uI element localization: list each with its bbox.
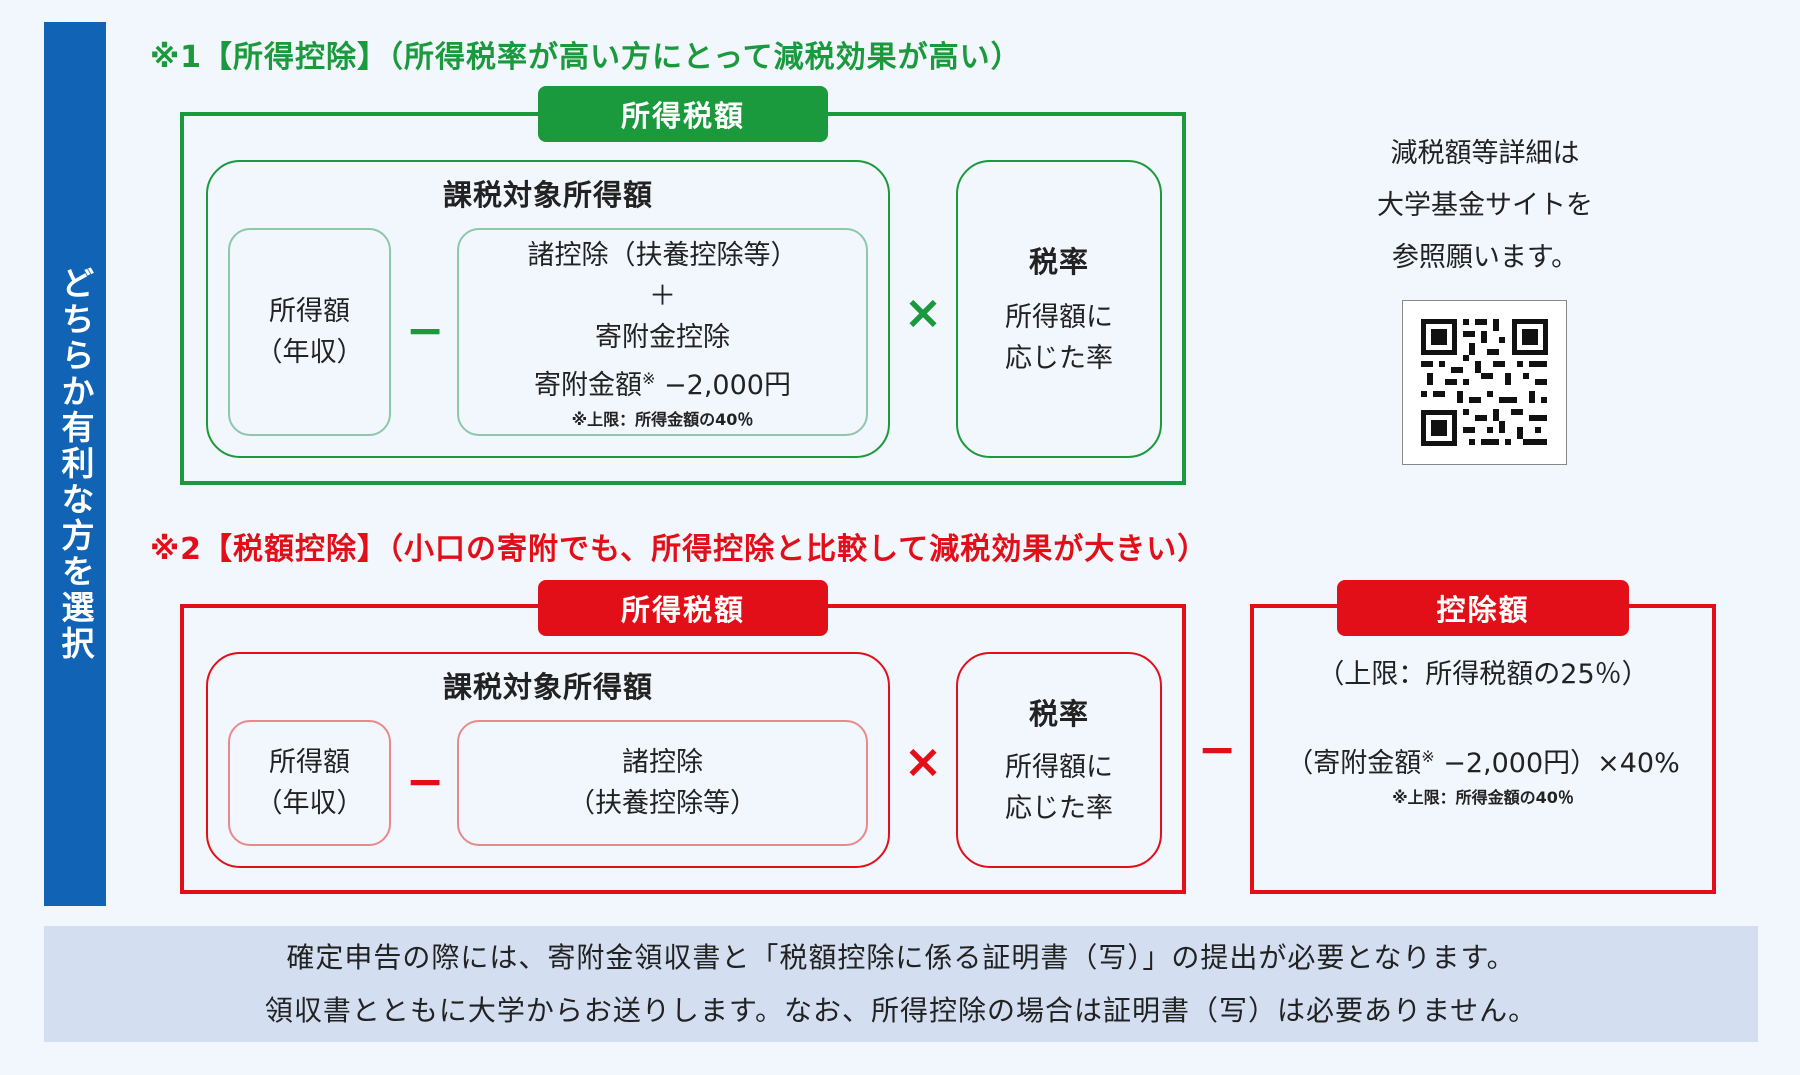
section1-note-mark: ※: [642, 368, 656, 388]
credit-formula: （寄附金額※ −2,000円）×40%: [1250, 736, 1716, 784]
section1-deduction-line2: 寄附金控除: [595, 321, 730, 353]
credit-formula-head: （寄附金額: [1286, 748, 1422, 779]
section1-rate-line2: 応じた率: [1005, 343, 1113, 374]
footer-line2: 領収書とともに大学からお送りします。なお、所得控除の場合は証明書（写）は必要あり…: [264, 994, 1538, 1027]
section1-taxable-box: [206, 160, 890, 458]
section1-deduction-line3: 寄附金額※ −2,000円: [534, 358, 791, 406]
section2-heading: ※2【税額控除】（小口の寄附でも、所得控除と比較して減税効果が大きい）: [150, 532, 1209, 567]
section1-heading: ※1【所得控除】（所得税率が高い方にとって減税効果が高い）: [150, 40, 1022, 75]
section1-income-box: 所得額 （年収）: [228, 228, 391, 436]
credit-tag: 控除額: [1337, 580, 1629, 636]
section1-income-sub: （年収）: [255, 337, 364, 368]
section2-taxable-title: 課税対象所得額: [442, 670, 653, 704]
credit-note: ※上限：所得金額の40％: [1392, 788, 1574, 807]
section2-deduction-box: 諸控除 （扶養控除等）: [457, 720, 868, 846]
section1-rate-line1: 所得額に: [1005, 302, 1113, 333]
section2-tag: 所得税額: [538, 580, 828, 636]
info-text: 減税額等詳細は 大学基金サイトを 参照願います。: [1330, 128, 1640, 284]
section2-taxable-box: [206, 652, 890, 868]
section2-rate-title: 税率: [1028, 697, 1089, 731]
credit-formula-tail: −2,000円）×40%: [1434, 748, 1680, 779]
section2-rate-box: 税率 所得額に 応じた率: [956, 652, 1162, 868]
section1-minus: −: [405, 303, 445, 357]
section1-deduction-note: ※上限：所得金額の40％: [571, 409, 754, 429]
footer-line1: 確定申告の際には、寄附金領収書と「税額控除に係る証明書（写）」の提出が必要となり…: [286, 941, 1516, 974]
credit-limit: （上限：所得税額の25％）: [1317, 659, 1649, 690]
section2-minus: −: [405, 754, 445, 808]
section2-income-label: 所得額: [269, 747, 350, 778]
section1-rate-box: 税率 所得額に 応じた率: [956, 160, 1162, 458]
qr-code-image: [1421, 319, 1548, 446]
section2-minus2: −: [1197, 722, 1237, 776]
section1-tag: 所得税額: [538, 86, 828, 142]
footer-note: 確定申告の際には、寄附金領収書と「税額控除に係る証明書（写）」の提出が必要となり…: [44, 926, 1758, 1042]
section2-income-box: 所得額 （年収）: [228, 720, 391, 846]
section2-rate-line1: 所得額に: [1005, 752, 1113, 783]
credit-note-mark: ※: [1421, 747, 1435, 766]
info-line1: 減税額等詳細は: [1390, 138, 1580, 169]
section1-income-label: 所得額: [269, 296, 350, 327]
info-line3: 参照願います。: [1391, 242, 1579, 273]
section2-times: ×: [903, 734, 943, 788]
section1-deduction-line1: 諸控除（扶養控除等）: [527, 239, 798, 271]
credit-limit-wrap: （上限：所得税額の25％）: [1250, 654, 1716, 695]
section2-income-sub: （年収）: [255, 788, 364, 819]
section1-deduction-box: 諸控除（扶養控除等） ＋ 寄附金控除 寄附金額※ −2,000円 ※上限：所得金…: [457, 228, 868, 436]
section1-deduction-amount: 寄附金額: [534, 369, 643, 401]
section1-times: ×: [903, 285, 943, 339]
section1-taxable-title: 課税対象所得額: [442, 178, 653, 212]
side-label: どちらか有利な方を選択: [56, 266, 95, 662]
info-line2: 大学基金サイトを: [1377, 190, 1593, 221]
section1-plus: ＋: [649, 280, 676, 312]
section1-rate-title: 税率: [1028, 245, 1089, 279]
section2-rate-line2: 応じた率: [1005, 793, 1113, 824]
qr-code[interactable]: [1402, 300, 1567, 465]
section1-deduction-tail: −2,000円: [655, 369, 791, 401]
credit-formula-wrap: （寄附金額※ −2,000円）×40% ※上限：所得金額の40％: [1250, 736, 1716, 808]
side-label-bar: どちらか有利な方を選択: [44, 22, 106, 906]
section2-deduction-line1: 諸控除: [622, 747, 703, 778]
section2-deduction-line2: （扶養控除等）: [568, 788, 757, 819]
